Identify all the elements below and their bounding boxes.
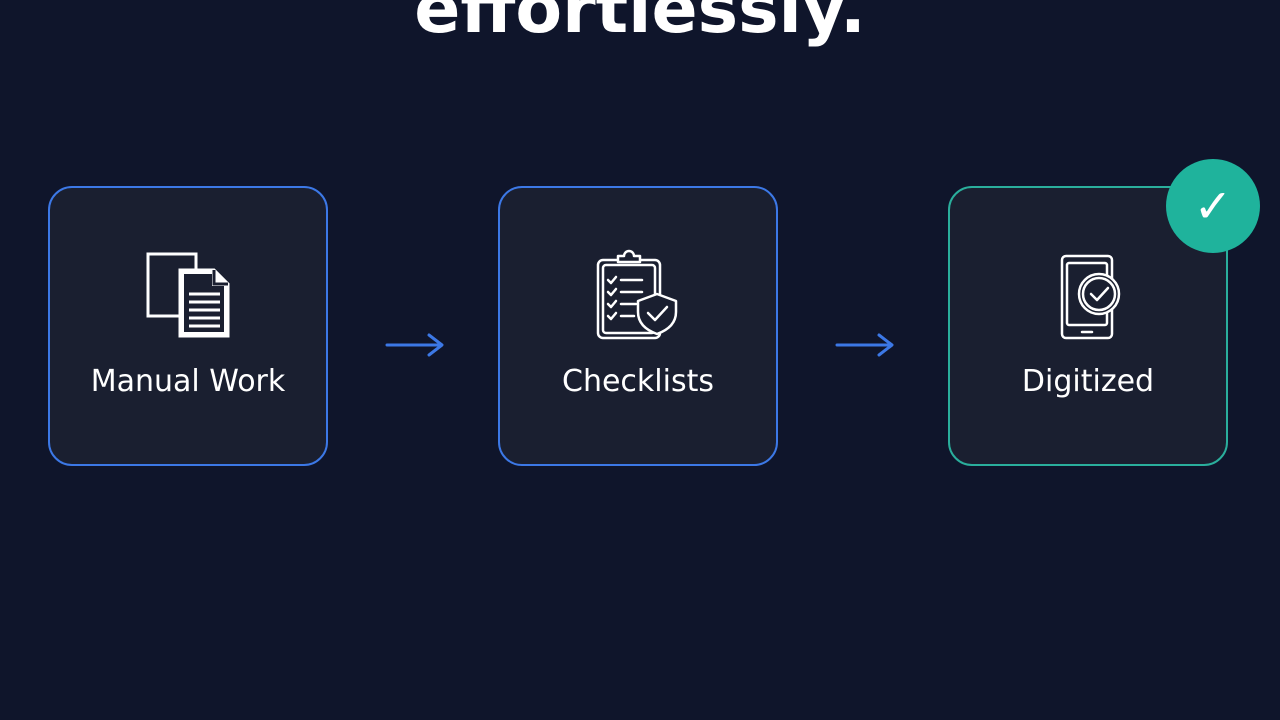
step-label: Manual Work	[90, 364, 286, 399]
arrow-right-icon	[385, 330, 445, 360]
checkmark-icon: ✓	[1193, 179, 1233, 233]
completed-badge: ✓	[1166, 159, 1260, 253]
step-card-manual-work: Manual Work	[48, 186, 328, 466]
step-label: Checklists	[562, 364, 714, 399]
step-label: Digitized	[1021, 364, 1155, 399]
headline: effortlessly.	[414, 0, 866, 49]
tablet-check-icon	[1040, 248, 1136, 344]
step-card-checklists: Checklists	[498, 186, 778, 466]
arrow-right-icon	[835, 330, 895, 360]
documents-icon	[140, 248, 236, 344]
clipboard-checklist-shield-icon	[590, 248, 686, 344]
